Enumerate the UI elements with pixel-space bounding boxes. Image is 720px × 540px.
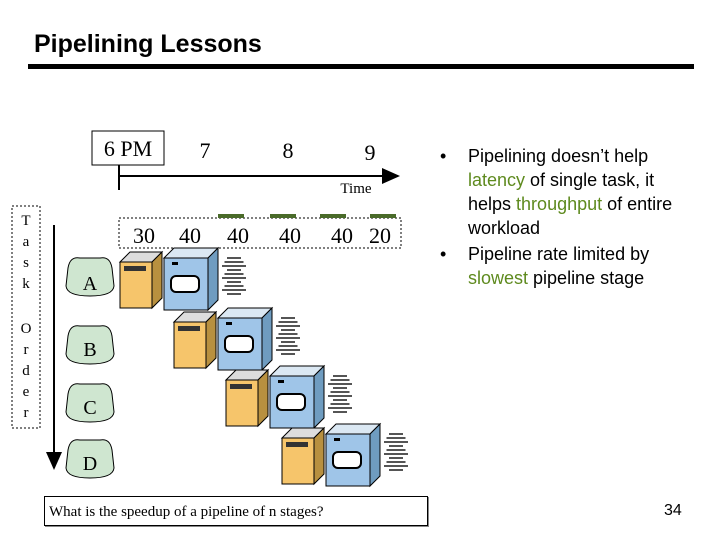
slide-title: Pipelining Lessons bbox=[34, 30, 262, 58]
hour-box-6pm bbox=[91, 130, 165, 166]
svg-text:e: e bbox=[23, 384, 30, 400]
stage-durations: 30 40 40 40 40 20 bbox=[118, 214, 402, 249]
page-number: 34 bbox=[664, 502, 682, 519]
washer-icon bbox=[230, 384, 252, 389]
hour-label: 8 bbox=[283, 138, 294, 163]
svg-text:r: r bbox=[24, 405, 29, 421]
washer-icon bbox=[313, 426, 325, 486]
washer-icon bbox=[178, 326, 200, 331]
task-label: D bbox=[83, 453, 97, 475]
washer-icon bbox=[205, 310, 217, 370]
laundry-machines bbox=[118, 246, 408, 488]
task-label: C bbox=[83, 397, 96, 419]
task-bag-d: D bbox=[65, 439, 115, 479]
hour-label: 7 bbox=[200, 138, 211, 163]
title-divider bbox=[28, 64, 694, 69]
washer-icon bbox=[151, 250, 163, 310]
question-box: What is the speedup of a pipeline of n s… bbox=[44, 496, 428, 526]
hour-label: 6 PM bbox=[104, 136, 152, 161]
task-label: A bbox=[83, 273, 98, 295]
svg-text:r: r bbox=[24, 342, 29, 358]
bullet-item: •Pipelining doesn’t help latency of sing… bbox=[440, 146, 673, 238]
svg-text:a: a bbox=[23, 234, 30, 250]
bullet-list: •Pipelining doesn’t help latency of sing… bbox=[428, 144, 690, 292]
dryer-icon bbox=[226, 322, 232, 325]
dryer-icon bbox=[313, 364, 325, 430]
dryer-icon bbox=[207, 246, 219, 312]
task-bag-a: A bbox=[65, 257, 115, 297]
svg-text:O: O bbox=[21, 321, 32, 337]
task-label: B bbox=[83, 339, 96, 361]
dryer-icon bbox=[224, 335, 254, 353]
bullet-item: •Pipeline rate limited by slowest pipeli… bbox=[440, 244, 650, 288]
svg-text:s: s bbox=[23, 255, 29, 271]
duration-label: 40 bbox=[179, 223, 201, 248]
duration-label: 40 bbox=[227, 223, 249, 248]
highlight-throughput: throughput bbox=[516, 194, 603, 214]
dryer-icon bbox=[369, 422, 381, 488]
svg-text:d: d bbox=[22, 363, 30, 379]
dryer-icon bbox=[334, 438, 340, 441]
duration-label: 40 bbox=[279, 223, 301, 248]
highlight-slowest: slowest bbox=[468, 268, 529, 288]
bullet-dot: • bbox=[440, 244, 447, 264]
hour-label: 9 bbox=[365, 140, 376, 165]
dryer-icon bbox=[332, 451, 362, 469]
washer-icon bbox=[257, 368, 269, 428]
dryer-icon bbox=[172, 262, 178, 265]
highlight-latency: latency bbox=[468, 170, 526, 190]
svg-text:T: T bbox=[21, 213, 30, 229]
svg-text:k: k bbox=[22, 276, 30, 292]
dryer-icon bbox=[278, 380, 284, 383]
dryer-icon bbox=[170, 275, 200, 293]
task-bag-c: C bbox=[65, 383, 115, 423]
duration-label: 30 bbox=[133, 223, 155, 248]
washer-icon bbox=[286, 442, 308, 447]
task-order-label: T a s k O r d e r bbox=[21, 213, 32, 421]
task-bag-b: B bbox=[65, 325, 115, 365]
time-axis-label: Time bbox=[340, 181, 371, 197]
duration-label: 20 bbox=[369, 223, 391, 248]
dryer-icon bbox=[276, 393, 306, 411]
washer-icon bbox=[124, 266, 146, 271]
bullet-dot: • bbox=[440, 146, 447, 166]
dryer-icon bbox=[261, 306, 273, 372]
task-order-box bbox=[11, 205, 41, 429]
duration-label: 40 bbox=[331, 223, 353, 248]
